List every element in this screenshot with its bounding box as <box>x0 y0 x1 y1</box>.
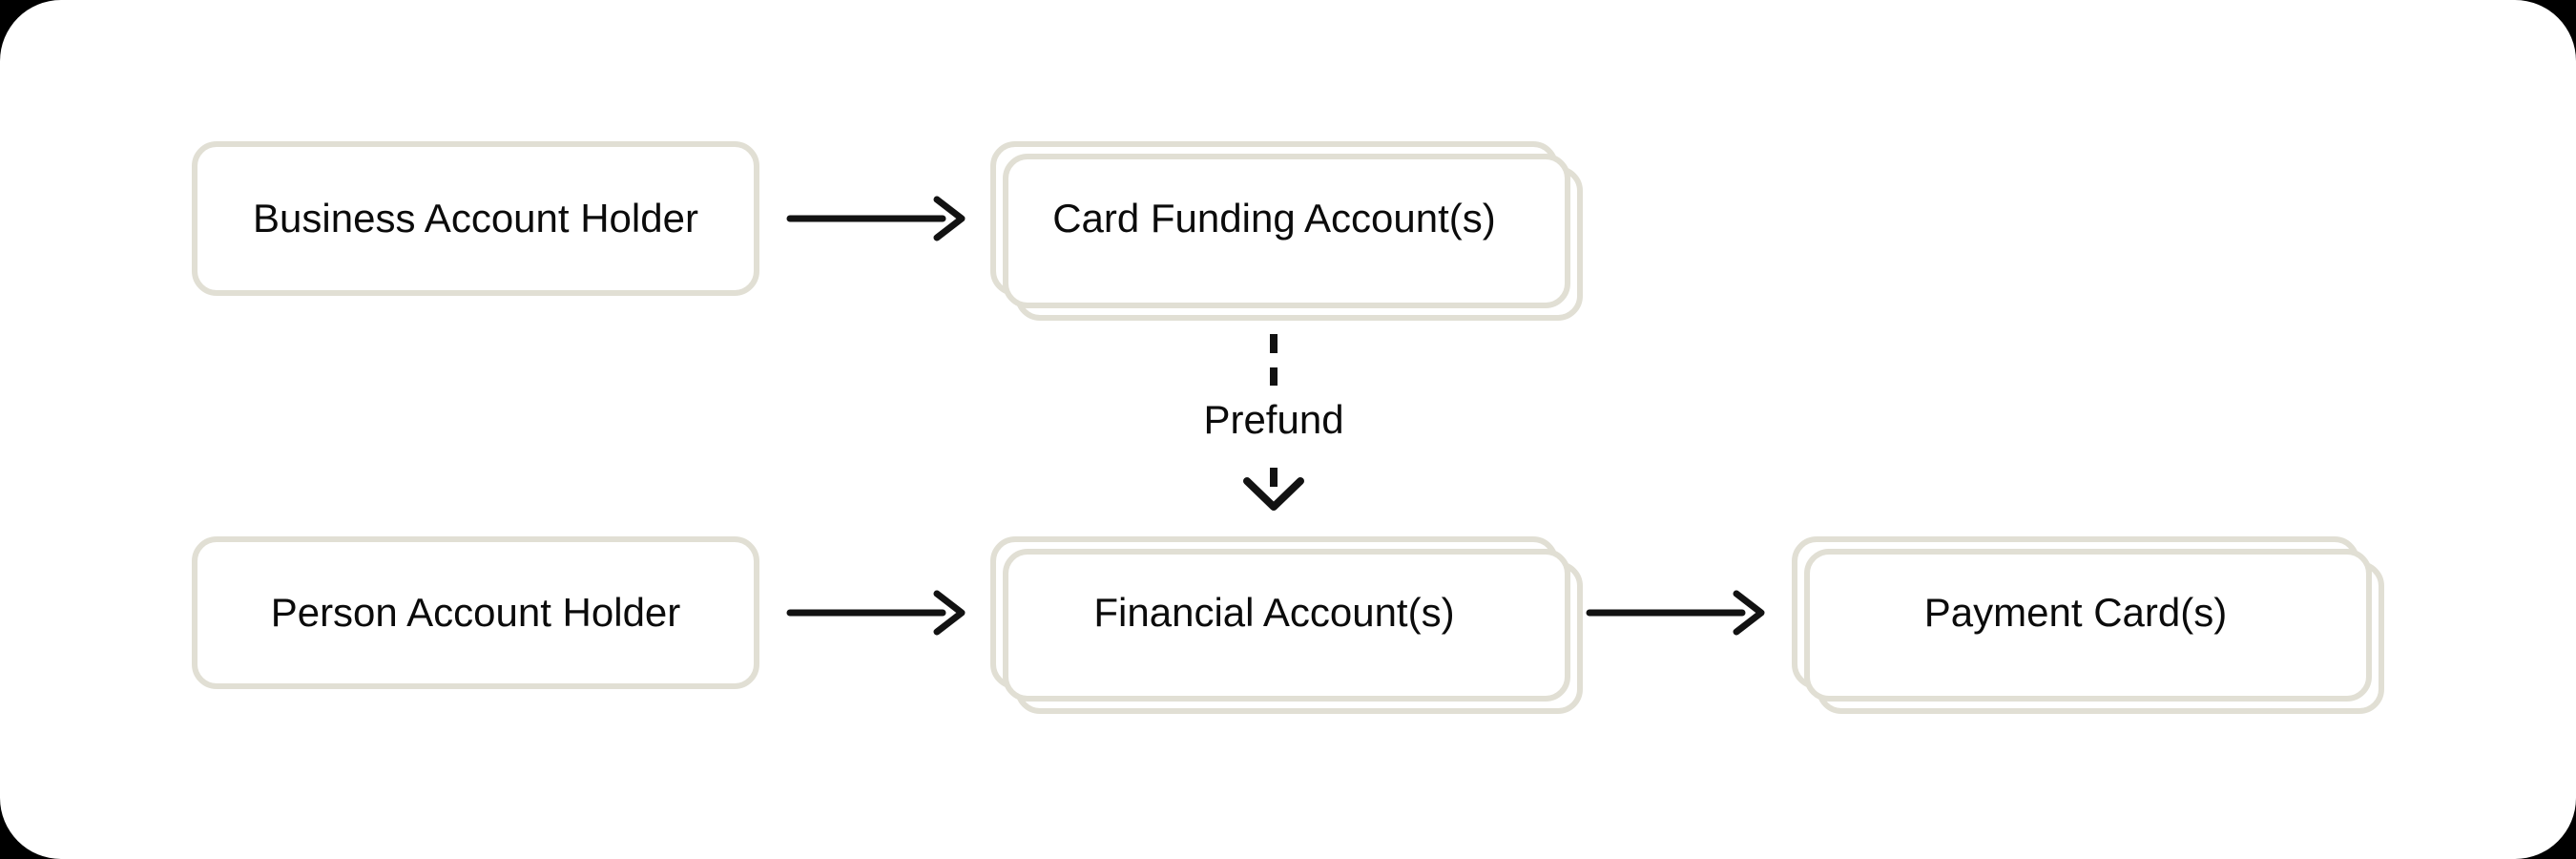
node-label-business-account-holder: Business Account Holder <box>253 196 698 241</box>
node-financial-accounts: Financial Account(s) <box>990 536 1558 689</box>
node-label-financial-accounts: Financial Account(s) <box>1093 590 1455 635</box>
node-label-payment-cards: Payment Card(s) <box>1923 590 2228 635</box>
edge-label-prefund: Prefund <box>1190 386 1358 454</box>
node-label-person-account-holder: Person Account Holder <box>270 590 681 635</box>
node-label-card-funding-accounts: Card Funding Account(s) <box>1052 196 1496 241</box>
node-card-funding-accounts: Card Funding Account(s) <box>990 141 1558 296</box>
node-business-account-holder: Business Account Holder <box>192 141 759 296</box>
node-payment-cards: Payment Card(s) <box>1792 536 2359 689</box>
node-person-account-holder: Person Account Holder <box>192 536 759 689</box>
